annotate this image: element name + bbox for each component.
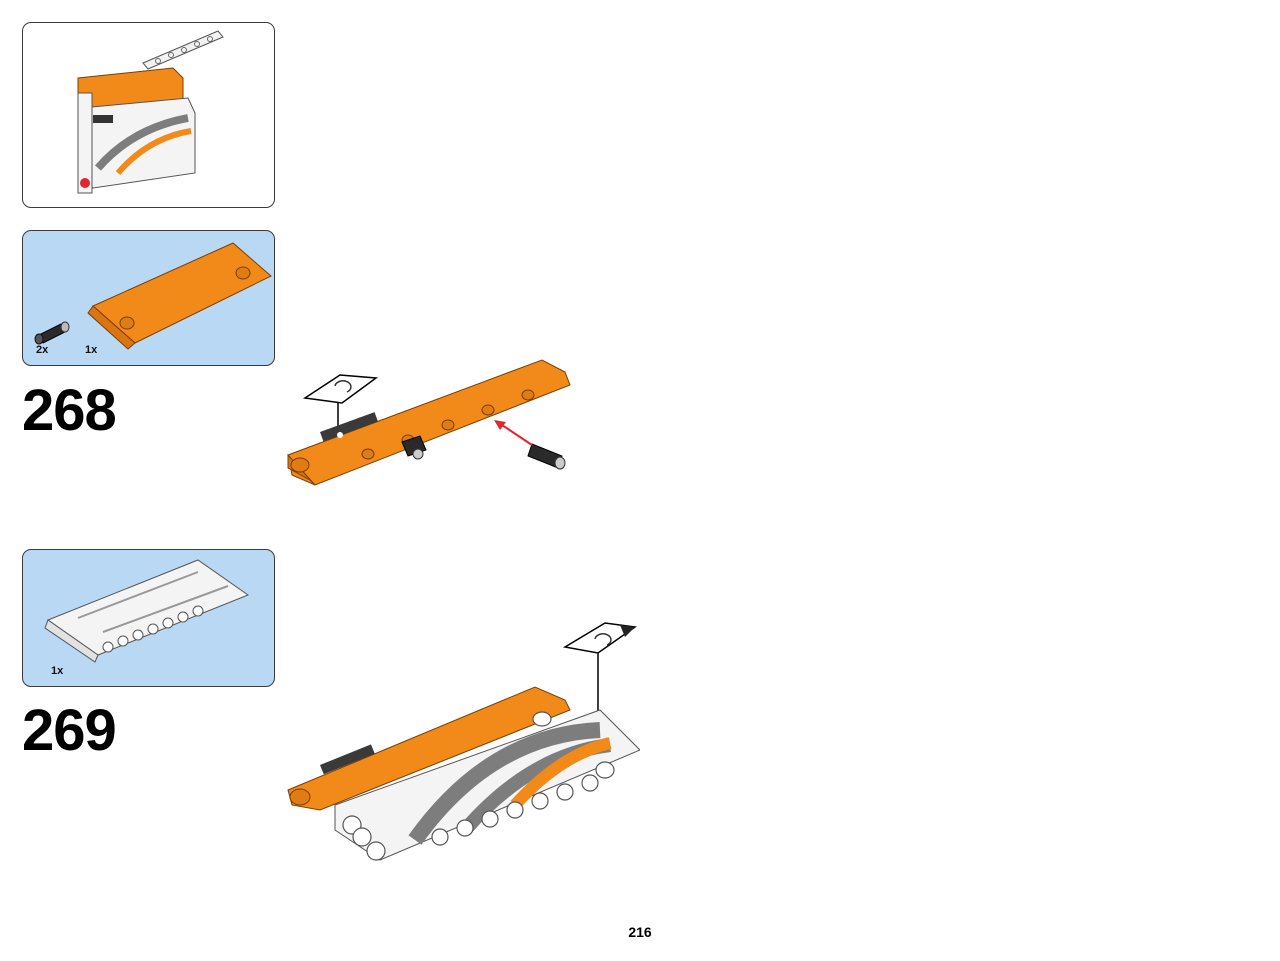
step-269-parts-list: 1x: [22, 549, 275, 687]
step-269-parts-illustration: [44, 559, 250, 663]
loose-pin-icon: [527, 443, 566, 470]
step-269-part-1-qty: 1x: [51, 665, 64, 677]
rotate-callout-icon: [562, 622, 638, 735]
rotate-callout-icon: [302, 374, 379, 430]
submodel-illustration: [77, 30, 224, 194]
step-268-part-2-qty: 1x: [85, 344, 98, 356]
step-268-parts-illustration: [34, 242, 272, 350]
page-number: 216: [628, 924, 652, 940]
white-panel-icon: [44, 559, 250, 663]
step-269-assembly: [287, 622, 640, 861]
step-269-number: 269: [22, 698, 117, 763]
submodel-callout: [22, 22, 275, 208]
orange-panel-icon: [87, 242, 272, 350]
insert-arrow-icon: [494, 420, 533, 446]
step-268-assembly: [287, 359, 571, 486]
step-268-part-1-qty: 2x: [36, 344, 49, 356]
step-268-parts-list: 2x 1x: [22, 230, 275, 366]
step-268-number: 268: [22, 378, 117, 443]
black-pin-icon: [34, 321, 70, 345]
